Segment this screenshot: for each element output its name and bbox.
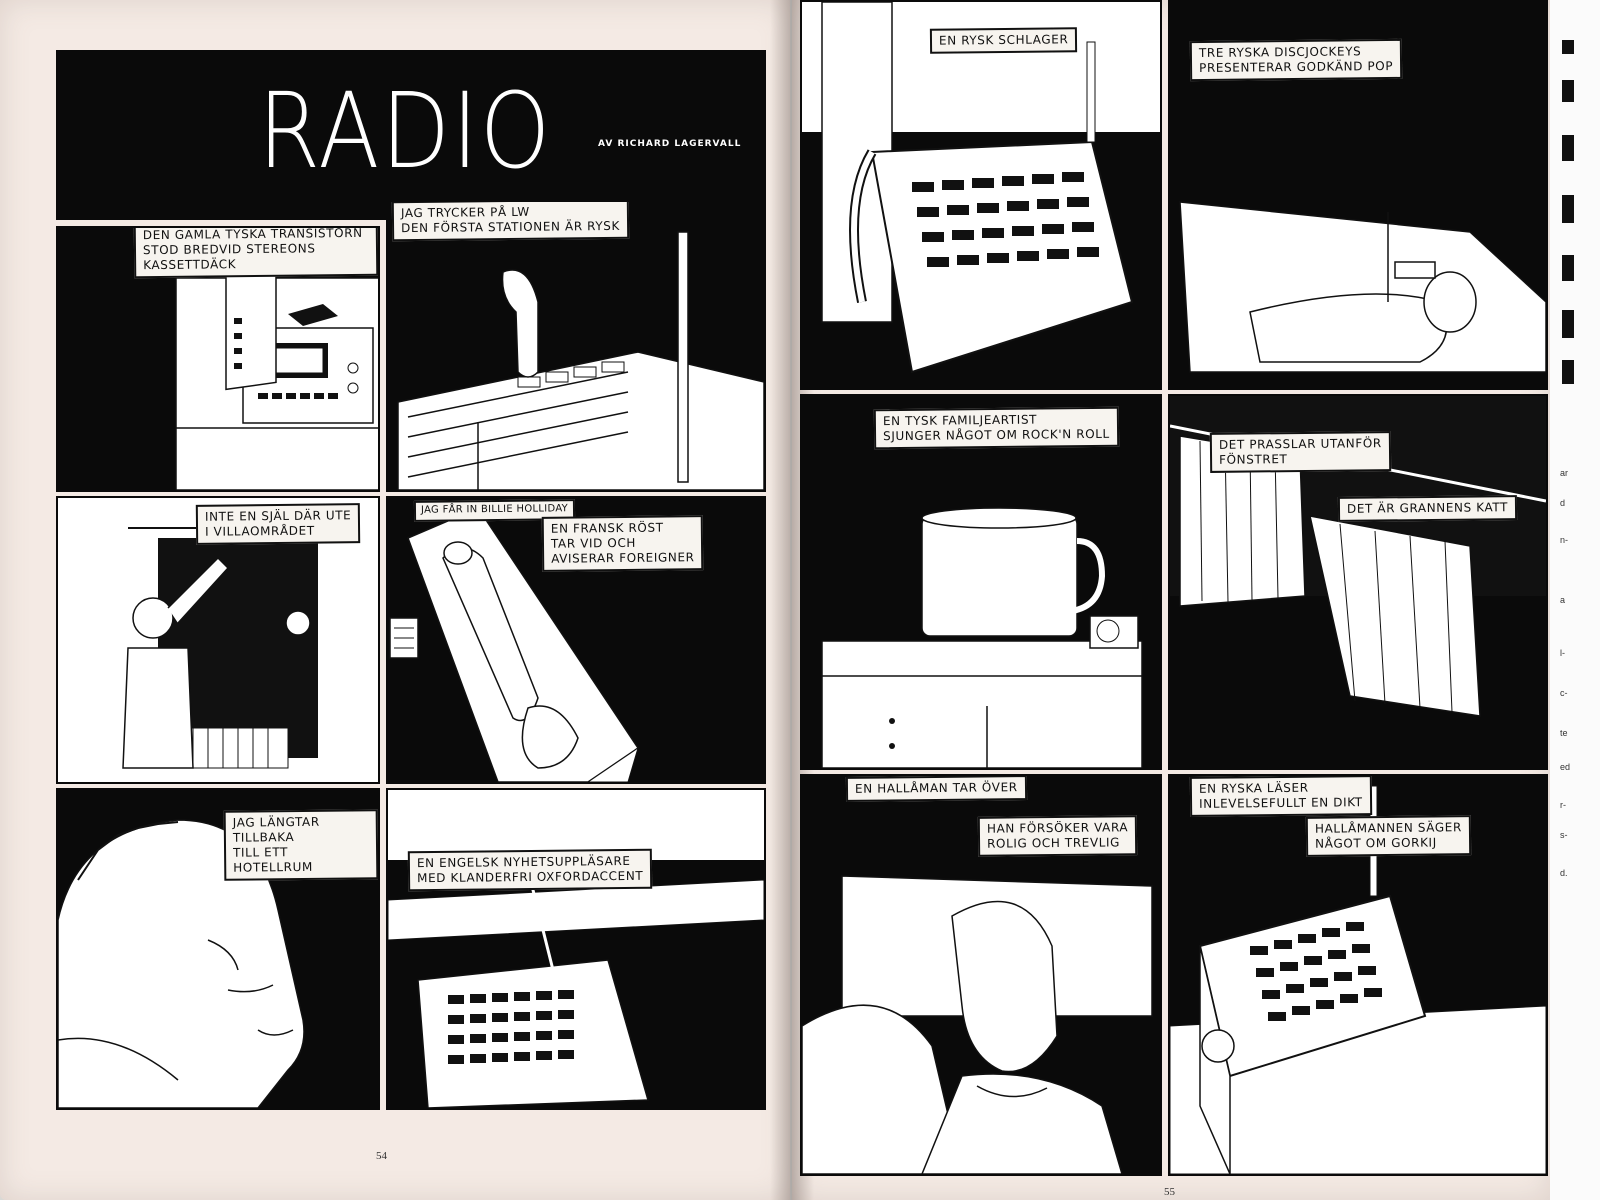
caption-panel-6: EN ENGELSK NYHETSUPPLÄSARE MED KLANDERFR… bbox=[407, 848, 653, 892]
caption-panel-4b: EN FRANSK RÖST TAR VID OCH AVISERAR FORE… bbox=[541, 515, 704, 572]
edge-text: ar bbox=[1560, 468, 1569, 478]
panel-transistor-stereo: DEN GAMLA TYSKA TRANSISTORN STOD BREDVID… bbox=[56, 226, 380, 492]
man-in-bed-illustration bbox=[1179, 201, 1546, 373]
panel-longing: JAG LÄNGTAR TILLBAKA TILL ETT HOTELLRUM bbox=[56, 788, 380, 1110]
man-at-window-illustration bbox=[58, 498, 378, 782]
edge-text: ed bbox=[1560, 762, 1571, 772]
panel-lying-listening: JAG FÅR IN BILLIE HOLLIDAY EN FRANSK RÖS… bbox=[386, 496, 766, 784]
caption-panel-12b: HALLÅMANNEN SÄGER NÅGOT OM GORKIJ bbox=[1305, 815, 1472, 857]
edge-text: d bbox=[1560, 498, 1566, 508]
edge-mark bbox=[1562, 255, 1574, 281]
caption-panel-1: DEN GAMLA TYSKA TRANSISTORN STOD BREDVID… bbox=[133, 228, 378, 279]
finger-on-radio-illustration bbox=[397, 231, 764, 490]
panel-russian-schlager: EN RYSK SCHLAGER bbox=[800, 0, 1162, 390]
caption-panel-7: EN RYSK SCHLAGER bbox=[929, 27, 1078, 54]
edge-mark bbox=[1562, 310, 1574, 338]
caption-panel-10b: DET ÄR GRANNENS KATT bbox=[1337, 495, 1518, 522]
panel-rustling: DET PRASSLAR UTANFÖR FÖNSTRET DET ÄR GRA… bbox=[1168, 394, 1548, 770]
coffee-cup-illustration bbox=[821, 507, 1143, 768]
panel-announcer: EN HALLÅMAN TAR ÖVER HAN FÖRSÖKER VARA R… bbox=[800, 774, 1162, 1176]
panel-press-lw: JAG TRYCKER PÅ LW DEN FÖRSTA STATIONEN Ä… bbox=[386, 200, 766, 492]
caption-panel-11a: EN HALLÅMAN TAR ÖVER bbox=[845, 776, 1027, 802]
panel-english-news: EN ENGELSK NYHETSUPPLÄSARE MED KLANDERFR… bbox=[386, 788, 766, 1110]
transistor-radio-illustration bbox=[802, 2, 1160, 374]
edge-text: r- bbox=[1560, 800, 1566, 810]
panel-poem: EN RYSKA LÄSER INLEVELSEFULLT EN DIKT HA… bbox=[1168, 774, 1548, 1176]
edge-text: l- bbox=[1560, 648, 1565, 658]
panel-family-artist: EN TYSK FAMILJEARTIST SJUNGER NÅGOT OM R… bbox=[800, 394, 1162, 770]
caption-panel-2: JAG TRYCKER PÅ LW DEN FÖRSTA STATIONEN Ä… bbox=[391, 202, 630, 242]
author-byline: AV RICHARD LAGERVALL bbox=[598, 139, 742, 149]
caption-panel-12a: EN RYSKA LÄSER INLEVELSEFULLT EN DIKT bbox=[1189, 776, 1372, 817]
edge-mark bbox=[1562, 360, 1574, 384]
page-number-right: 55 bbox=[1164, 1186, 1175, 1198]
edge-mark bbox=[1562, 80, 1574, 102]
edge-text: d. bbox=[1560, 868, 1568, 878]
caption-panel-11b: HAN FÖRSÖKER VARA ROLIG OCH TREVLIG bbox=[977, 815, 1138, 857]
caption-panel-8: TRE RYSKA DISCJOCKEYS PRESENTERAR GODKÄN… bbox=[1189, 38, 1403, 82]
edge-text: c- bbox=[1560, 688, 1568, 698]
panel-window: INTE EN SJÄL DÄR UTE I VILLAOMRÅDET bbox=[56, 496, 380, 784]
caption-panel-10a: DET PRASSLAR UTANFÖR FÖNSTRET bbox=[1209, 431, 1392, 473]
edge-mark bbox=[1562, 40, 1574, 54]
comic-title: RADIO bbox=[258, 70, 552, 192]
man-on-bed-illustration bbox=[389, 507, 640, 782]
caption-panel-5: JAG LÄNGTAR TILLBAKA TILL ETT HOTELLRUM bbox=[223, 809, 378, 881]
announcer-portrait-illustration bbox=[802, 875, 1153, 1174]
edge-text: n- bbox=[1560, 535, 1569, 545]
back-page-edge bbox=[1550, 0, 1600, 1200]
edge-text: te bbox=[1560, 728, 1568, 738]
radio-on-table-illustration bbox=[388, 790, 764, 1108]
stereo-illustration bbox=[175, 266, 378, 490]
page-number-left: 54 bbox=[376, 1150, 387, 1162]
title-panel: RADIO AV RICHARD LAGERVALL bbox=[56, 50, 766, 220]
caption-panel-3: INTE EN SJÄL DÄR UTE I VILLAOMRÅDET bbox=[195, 503, 361, 545]
edge-mark bbox=[1562, 195, 1574, 223]
edge-text: s- bbox=[1560, 830, 1568, 840]
caption-panel-9: EN TYSK FAMILJEARTIST SJUNGER NÅGOT OM R… bbox=[873, 406, 1119, 450]
edge-text: a bbox=[1560, 595, 1566, 605]
panel-discjockeys: TRE RYSKA DISCJOCKEYS PRESENTERAR GODKÄN… bbox=[1168, 0, 1548, 390]
edge-mark bbox=[1562, 135, 1574, 161]
